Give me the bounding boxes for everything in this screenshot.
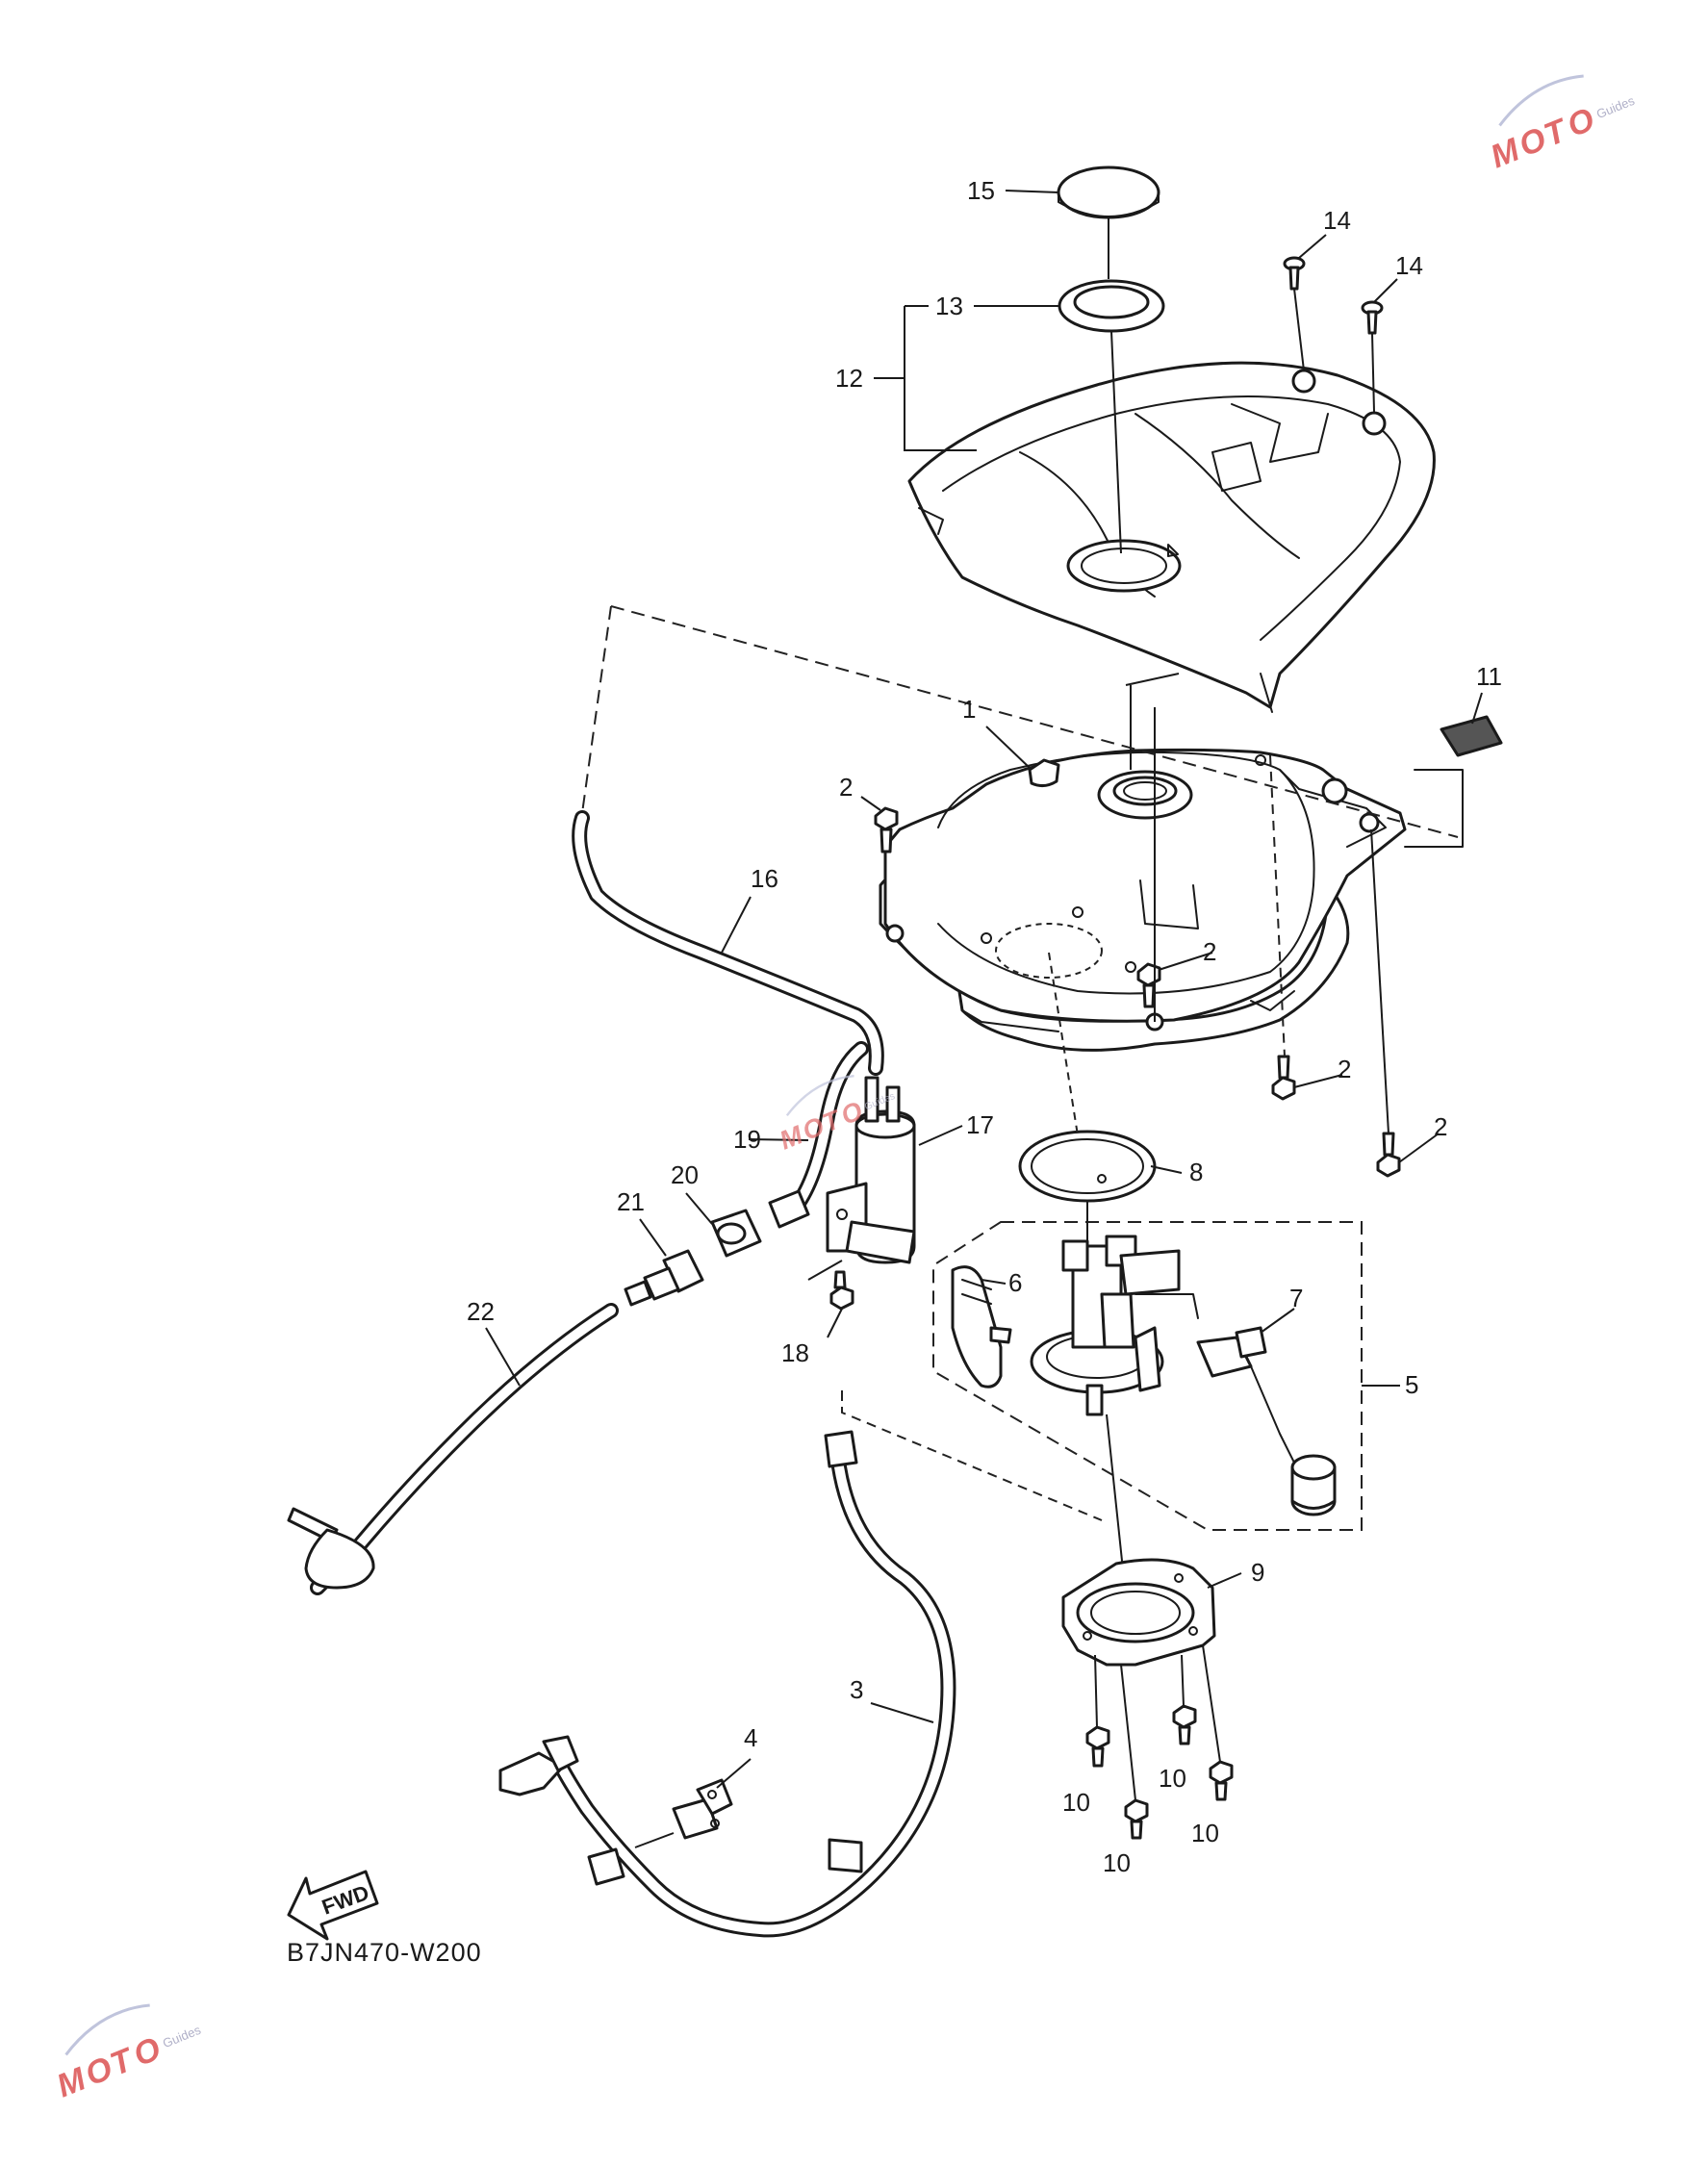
fuel-sender — [1196, 1326, 1337, 1516]
hose-clamp — [710, 1209, 762, 1258]
callout-6: 6 — [1008, 1268, 1022, 1297]
fuel-strainer — [951, 1265, 1012, 1388]
callout-14: 14 — [1323, 206, 1351, 235]
fuel-filter — [826, 1076, 916, 1264]
callout-12: 12 — [835, 364, 863, 393]
callout-8: 8 — [1189, 1158, 1203, 1186]
filler-cap — [1057, 166, 1160, 219]
callout-19: 19 — [733, 1125, 761, 1154]
filter-bolt — [829, 1270, 854, 1311]
pump-plate — [1061, 1558, 1216, 1667]
callout-17: 17 — [966, 1110, 994, 1139]
watermark-logo: M O T O Guides — [776, 1075, 897, 1156]
callout-21: 21 — [617, 1187, 645, 1216]
watermark-subtext: Guides — [1594, 93, 1637, 122]
callout-4: 4 — [744, 1723, 757, 1752]
callout-7: 7 — [1289, 1284, 1303, 1312]
callout-14: 14 — [1395, 251, 1423, 280]
callout-1: 1 — [962, 695, 976, 724]
tank-bolt — [874, 806, 899, 853]
callout-11: 11 — [1476, 662, 1502, 691]
callout-10: 10 — [1191, 1819, 1219, 1847]
callout-22: 22 — [467, 1297, 495, 1326]
hose-joint — [624, 1249, 704, 1307]
callout-2: 2 — [1203, 937, 1216, 966]
plate-bolt — [1124, 1798, 1149, 1840]
callout-3: 3 — [850, 1675, 863, 1704]
filler-gasket — [1058, 279, 1165, 333]
tank-bolt — [1376, 1132, 1401, 1178]
cover-screw — [1361, 300, 1384, 413]
cover-screw — [1283, 256, 1306, 371]
pump-gasket — [1018, 1130, 1157, 1203]
watermark-logo: M O T O Guides — [1486, 74, 1637, 175]
callout-20: 20 — [671, 1160, 699, 1189]
callout-18: 18 — [781, 1338, 809, 1367]
damper-pad — [1440, 715, 1503, 757]
plate-bolt — [1209, 1760, 1234, 1801]
callout-10: 10 — [1103, 1848, 1131, 1877]
callout-10: 10 — [1062, 1788, 1090, 1817]
fuel-tank — [879, 748, 1407, 1052]
diagram-code: B7JN470-W200 — [287, 1938, 482, 1967]
tank-cover — [907, 361, 1436, 713]
tank-bolt — [1271, 1055, 1296, 1101]
plate-bolt — [1172, 1704, 1197, 1745]
watermark-subtext: Guides — [161, 2023, 203, 2051]
callout-16: 16 — [751, 864, 778, 893]
callout-15: 15 — [967, 176, 995, 205]
plate-bolt — [1085, 1725, 1110, 1768]
callout-9: 9 — [1251, 1558, 1264, 1587]
callout-2: 2 — [1434, 1112, 1447, 1141]
callout-2: 2 — [839, 773, 853, 802]
hose-clip — [672, 1778, 733, 1840]
fuel-pump — [1030, 1235, 1199, 1416]
callout-13: 13 — [935, 292, 963, 320]
callout-10: 10 — [1159, 1764, 1186, 1793]
fwd-arrow-icon: FWD — [287, 1870, 379, 1941]
watermark-logo: M O T O Guides — [52, 2003, 203, 2104]
callout-5: 5 — [1405, 1370, 1418, 1399]
callout-2: 2 — [1338, 1055, 1351, 1083]
